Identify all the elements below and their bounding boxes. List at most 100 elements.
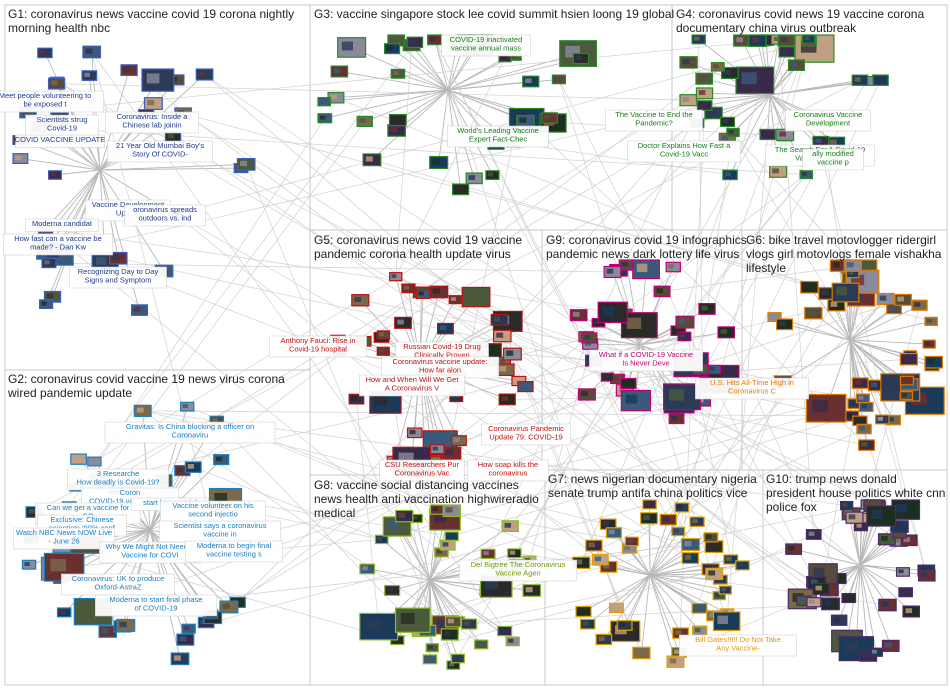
video-thumbnail-node[interactable] xyxy=(703,532,719,543)
video-thumbnail-node[interactable] xyxy=(640,512,658,525)
video-thumbnail-node[interactable] xyxy=(858,439,876,451)
video-thumbnail-node[interactable] xyxy=(776,128,795,142)
video-thumbnail-node[interactable] xyxy=(425,643,439,653)
video-thumbnail-node[interactable] xyxy=(704,106,723,120)
video-thumbnail-node[interactable] xyxy=(806,597,822,608)
video-thumbnail-node[interactable] xyxy=(843,259,862,272)
video-thumbnail-node[interactable] xyxy=(900,534,918,547)
video-thumbnail-node[interactable] xyxy=(845,511,864,524)
video-thumbnail-node[interactable] xyxy=(620,377,637,390)
video-thumbnail-node[interactable] xyxy=(710,61,725,72)
video-thumbnail-node[interactable] xyxy=(881,639,900,652)
video-thumbnail-node[interactable] xyxy=(351,294,370,307)
video-thumbnail-node[interactable] xyxy=(840,500,854,511)
video-thumbnail-node[interactable] xyxy=(665,261,681,273)
video-thumbnail-node[interactable] xyxy=(899,390,914,401)
video-thumbnail-node[interactable] xyxy=(801,34,816,44)
video-thumbnail-node[interactable] xyxy=(440,628,459,641)
video-thumbnail-node[interactable] xyxy=(474,639,489,650)
video-thumbnail-node[interactable] xyxy=(388,113,407,127)
video-thumbnail-node[interactable] xyxy=(871,74,889,86)
video-thumbnail-node[interactable] xyxy=(317,96,332,107)
video-thumbnail-node[interactable] xyxy=(70,453,87,465)
video-thumbnail-node[interactable] xyxy=(387,124,406,137)
video-thumbnail-node[interactable] xyxy=(465,172,483,185)
video-thumbnail-node[interactable] xyxy=(875,414,890,425)
video-thumbnail-node[interactable] xyxy=(389,272,403,282)
video-thumbnail-node[interactable] xyxy=(569,309,588,322)
video-thumbnail-node[interactable] xyxy=(362,153,382,167)
video-thumbnail-node[interactable] xyxy=(830,614,848,626)
video-thumbnail-node[interactable] xyxy=(605,527,623,539)
video-thumbnail-node[interactable] xyxy=(575,605,592,617)
video-thumbnail-node[interactable] xyxy=(851,74,869,86)
video-thumbnail-node[interactable] xyxy=(902,605,921,618)
video-thumbnail-node[interactable] xyxy=(787,59,806,72)
video-thumbnail-node[interactable] xyxy=(394,316,412,329)
video-thumbnail-node[interactable] xyxy=(461,286,491,308)
video-thumbnail-node[interactable] xyxy=(517,381,534,393)
node-label[interactable]: Coronavirus vaccine update:How far alon xyxy=(381,356,499,379)
video-thumbnail-node[interactable] xyxy=(663,383,701,411)
video-thumbnail-node[interactable] xyxy=(376,330,391,340)
video-thumbnail-node[interactable] xyxy=(767,312,782,322)
video-thumbnail-node[interactable] xyxy=(41,257,57,269)
video-thumbnail-node[interactable] xyxy=(722,169,738,181)
video-thumbnail-node[interactable] xyxy=(448,295,462,305)
video-thumbnail-node[interactable] xyxy=(485,170,500,180)
video-thumbnail-node[interactable] xyxy=(581,332,598,344)
video-thumbnail-node[interactable] xyxy=(444,531,459,542)
video-thumbnail-node[interactable] xyxy=(395,509,414,523)
video-thumbnail-node[interactable] xyxy=(632,646,651,660)
video-thumbnail-node[interactable] xyxy=(522,584,542,597)
video-thumbnail-node[interactable] xyxy=(356,115,373,128)
node-label[interactable]: COVID VACCINE UPDATE xyxy=(15,134,106,148)
video-thumbnail-node[interactable] xyxy=(804,306,823,320)
video-thumbnail-node[interactable] xyxy=(108,251,128,265)
video-thumbnail-node[interactable] xyxy=(642,499,657,510)
video-thumbnail-node[interactable] xyxy=(894,293,912,306)
video-thumbnail-node[interactable] xyxy=(359,563,376,575)
video-thumbnail-node[interactable] xyxy=(236,157,256,171)
video-thumbnail-node[interactable] xyxy=(691,602,708,614)
video-thumbnail-node[interactable] xyxy=(812,582,830,595)
video-thumbnail-node[interactable] xyxy=(600,372,615,382)
video-thumbnail-node[interactable] xyxy=(778,46,796,58)
video-thumbnail-node[interactable] xyxy=(444,616,462,628)
video-thumbnail-node[interactable] xyxy=(181,623,196,634)
video-thumbnail-node[interactable] xyxy=(918,569,936,582)
video-thumbnail-node[interactable] xyxy=(705,567,724,580)
video-thumbnail-node[interactable] xyxy=(733,34,752,47)
video-thumbnail-node[interactable] xyxy=(799,169,814,180)
video-thumbnail-node[interactable] xyxy=(924,355,944,369)
video-thumbnail-node[interactable] xyxy=(911,299,928,311)
video-thumbnail-node[interactable] xyxy=(671,526,686,537)
video-thumbnail-node[interactable] xyxy=(585,539,603,552)
video-thumbnail-node[interactable] xyxy=(394,607,431,633)
video-thumbnail-node[interactable] xyxy=(180,401,195,412)
video-thumbnail-node[interactable] xyxy=(886,303,902,315)
video-thumbnail-node[interactable] xyxy=(21,559,37,570)
video-thumbnail-node[interactable] xyxy=(712,611,741,632)
video-thumbnail-node[interactable] xyxy=(451,183,470,196)
video-thumbnail-node[interactable] xyxy=(878,598,897,612)
video-thumbnail-node[interactable] xyxy=(691,34,706,45)
video-thumbnail-node[interactable] xyxy=(429,444,445,455)
video-thumbnail-node[interactable] xyxy=(805,393,847,423)
